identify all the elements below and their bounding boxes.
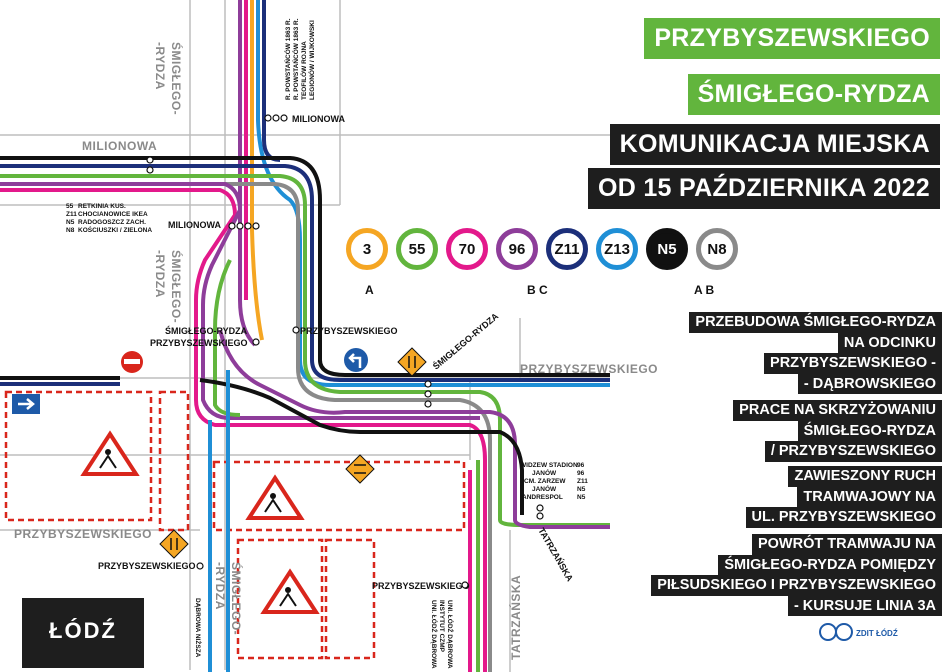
dest-right-line-3: Z11 [577,478,588,485]
destinations-top: R. POWSTAŃCÓW 1863 R. R. POWSTAŃCÓW 1863… [283,18,316,100]
one-way-arrow-icon [12,394,40,414]
dest-left-3: RADOGOSZCZ ZACH. [78,219,146,226]
title-line-2: ŚMIGŁEGO-RYDZA [687,74,940,115]
dest-left-line-3: N5 [66,219,75,226]
street-smiglego-mid: ŚMIGŁEGO- [169,250,184,323]
dest-right-4: JANÓW [532,484,557,493]
street-smiglego-top: ŚMIGŁEGO- [169,42,184,115]
street-smiglego-bottom: ŚMIGŁEGO- [229,562,244,635]
dest-right-5: ANDRESPOL [522,494,563,501]
dest-top-4: LEGIONÓW / WIJKOWSKI [307,20,316,100]
title-line-1: PRZYBYSZEWSKIEGO [644,18,940,59]
line-badge-z13: Z13 [596,228,638,270]
roadworks-icon [80,430,140,476]
route-lines [0,0,610,672]
dest-right-line-2: 96 [577,470,585,477]
roadworks-icon-2 [245,474,305,520]
dest-bottom-left: DĄBROWA NIŻSZA [194,598,202,658]
stop-przyb-right: PRZYBYSZEWSKIEGO [300,326,398,336]
line-sub-3: A [365,283,374,297]
roadworks-icon-3 [260,568,320,614]
dest-bottom-1: UNI. ŁÓDŹ DĄBROWA [430,600,439,669]
zdit-emblem-icon [819,623,853,641]
dest-right-1: WIDZEW STADION [520,462,578,469]
street-milionowa: MILIONOWA [82,139,157,153]
stop-przyb-bottom-mid: PRZYBYSZEWSKIEGO [372,581,470,591]
dest-bottom-3: UNI. ŁÓDŹ DĄBROWA [446,600,455,669]
dest-top-2: R. POWSTAŃCÓW 1863 R. [291,18,300,100]
title-line-3: KOMUNIKACJA MIEJSKA [609,124,940,165]
dest-left-4: KOŚCIUSZKI / ZIELONA [78,225,152,234]
street-tatrzanska: TATRZAŃSKA [508,575,523,660]
street-rydza-top: -RYDZA [153,42,167,90]
stop-smiglego-1: ŚMIGŁEGO-RYDZA [165,325,248,336]
dest-top-3: TEOFILÓW ROJNA [299,41,308,100]
line-badge-70: 70 [446,228,488,270]
line-badge-55: 55 [396,228,438,270]
dest-left-line-1: 55 [66,203,74,210]
destinations-bottom: UNI. ŁÓDŹ DĄBROWA INSTYTUT CZMP UNI. ŁÓD… [194,598,455,669]
line-badge-n8: N8 [696,228,738,270]
no-entry-icon [121,351,143,373]
two-way-traffic-icon-2 [345,454,375,484]
line-sub-n5: A B [694,283,715,297]
dest-right-2: JANÓW [532,468,557,477]
two-way-traffic-icon-3 [159,529,189,559]
stop-markers [146,114,544,589]
dest-left-2: CHOCIANOWICE IKEA [78,211,148,218]
dest-left-line-4: N8 [66,227,75,234]
dest-left-1: RETKINIA KUS. [78,203,126,210]
street-rydza-mid: -RYDZA [153,250,167,298]
dest-left-line-2: Z11 [66,211,77,218]
street-przybyszewskiego-right: PRZYBYSZEWSKIEGO [520,362,658,376]
stop-smiglego-right: ŚMIGŁEGO-RYDZA [430,310,500,372]
dest-right-line-5: N5 [577,494,586,501]
stop-milionowa-top: MILIONOWA [292,114,345,124]
dest-right-line-4: N5 [577,486,586,493]
line-badges: 3 55 70 96 Z11 Z13 N5 N8 [346,228,738,270]
stop-smiglego-2: PRZYBYSZEWSKIEGO [150,338,248,348]
stop-przyb-bottom-left: PRZYBYSZEWSKIEGO [98,561,196,571]
street-rydza-bottom: -RYDZA [213,562,227,610]
two-way-traffic-icon [397,347,427,377]
title-line-4: OD 15 PAŹDZIERNIKA 2022 [588,168,940,209]
stop-milionowa-mid: MILIONOWA [168,220,221,230]
turn-left-icon [344,348,368,372]
destinations-right: WIDZEW STADION JANÓW CM. ZARZEW JANÓW AN… [520,462,588,501]
line-badge-96: 96 [496,228,538,270]
line-badge-3: 3 [346,228,388,270]
dest-right-3: CM. ZARZEW [524,478,566,485]
lodz-logo: ŁÓDŹ [22,598,144,668]
line-badge-z11: Z11 [546,228,588,270]
street-przybyszewskiego-left: PRZYBYSZEWSKIEGO [14,527,152,541]
dest-bottom-2: INSTYTUT CZMP [438,600,445,653]
stop-tatrzanska: TATRZAŃSKA [536,526,575,584]
dest-right-line-1: 96 [577,462,585,469]
street-labels: MILIONOWA ŚMIGŁEGO- -RYDZA ŚMIGŁEGO- -RY… [14,42,658,660]
line-sub-96: B C [527,283,548,297]
dest-top-1: R. POWSTAŃCÓW 1863 R. [283,18,292,100]
destinations-left: RETKINIA KUS. CHOCIANOWICE IKEA RADOGOSZ… [66,203,152,234]
line-badge-n5: N5 [646,228,688,270]
zdit-logo: ZDIT ŁÓDŹ [818,622,898,644]
